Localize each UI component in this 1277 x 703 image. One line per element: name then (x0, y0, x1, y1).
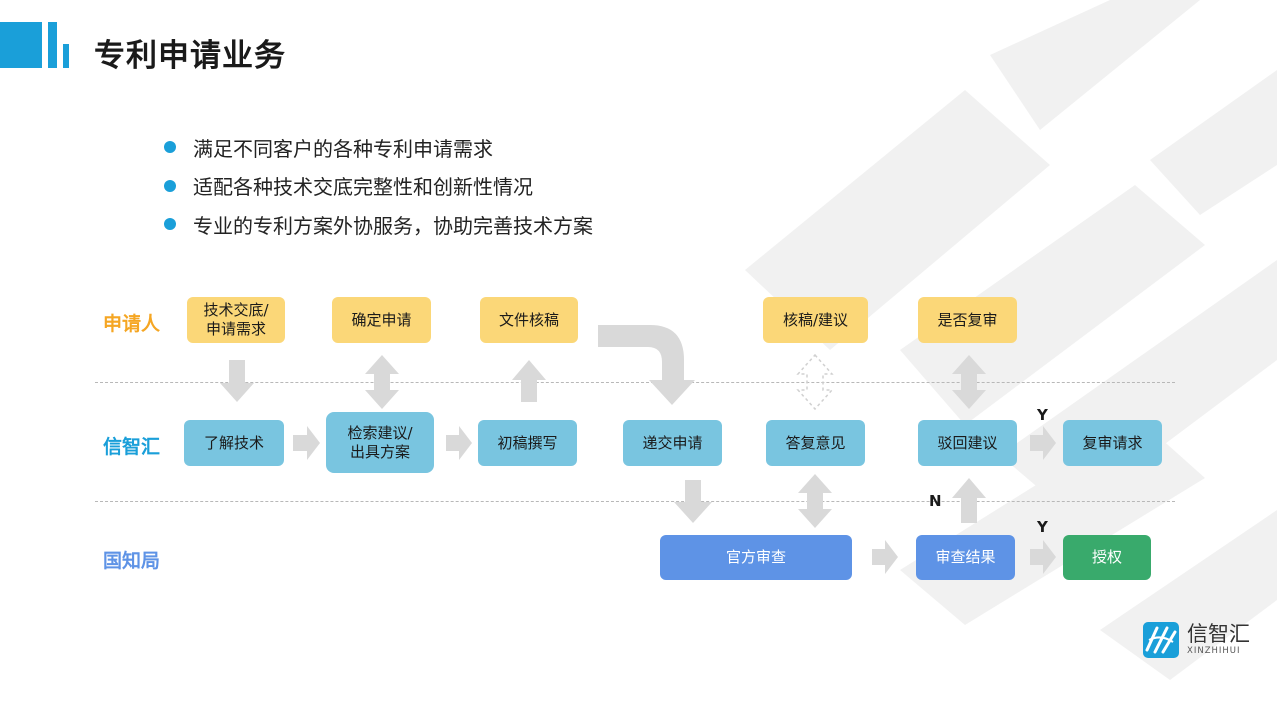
arrow-down-icon (220, 360, 254, 402)
node-reexam-request: 复审请求 (1063, 420, 1162, 466)
brand-name: 信智汇 (1187, 622, 1250, 646)
lane-divider-top (95, 382, 1175, 383)
arrow-updown-icon (798, 474, 832, 528)
node-reply-opinion: 答复意见 (766, 420, 865, 466)
node-doc-review: 文件核稿 (480, 297, 578, 343)
node-submit-apply: 递交申请 (623, 420, 722, 466)
header-accent-bar-large (0, 22, 42, 68)
header-accent-bar-medium (48, 22, 57, 68)
lane-label-xinzhihui: 信智汇 (103, 436, 161, 458)
arrow-curve-icon (598, 325, 695, 405)
header-accent-bar-small (63, 44, 69, 68)
bullet-dot-icon (164, 218, 176, 231)
bullet-item: 专业的专利方案外协服务，协助完善技术方案 (164, 205, 593, 244)
brand-subname: XINZHIHUI (1187, 646, 1241, 656)
arrow-right-icon (1030, 426, 1056, 460)
arrow-updown-dashed-icon (796, 353, 834, 411)
decision-label-yes-grant: Y (1037, 518, 1048, 536)
node-understand-tech: 了解技术 (184, 420, 284, 466)
node-draft-write: 初稿撰写 (478, 420, 577, 466)
node-official-exam: 官方审查 (660, 535, 852, 580)
arrow-down-icon (674, 480, 712, 523)
lane-label-applicant: 申请人 (103, 313, 161, 335)
lane-label-cnipa: 国知局 (103, 550, 161, 572)
bullet-item: 满足不同客户的各种专利申请需求 (164, 128, 593, 167)
arrow-up-icon (512, 360, 546, 402)
arrow-right-icon (872, 540, 898, 574)
lane-divider-bottom (95, 501, 1175, 502)
arrow-right-icon (1030, 540, 1056, 574)
arrow-right-icon (446, 426, 472, 460)
bullet-text: 适配各种技术交底完整性和创新性情况 (193, 175, 533, 200)
bullet-dot-icon (164, 141, 176, 154)
decision-label-no: N (929, 492, 942, 510)
arrow-up-icon (952, 478, 986, 523)
node-review-suggest: 核稿/建议 (763, 297, 868, 343)
arrow-right-icon (293, 426, 320, 460)
bullet-text: 满足不同客户的各种专利申请需求 (193, 136, 493, 161)
arrow-updown-icon (952, 355, 986, 409)
node-search-suggest: 检索建议/ 出具方案 (326, 412, 434, 473)
bullet-dot-icon (164, 179, 176, 192)
node-confirm-apply: 确定申请 (332, 297, 431, 343)
page-title: 专利申请业务 (94, 38, 286, 74)
bullet-item: 适配各种技术交底完整性和创新性情况 (164, 167, 593, 206)
arrow-updown-icon (365, 355, 399, 409)
brand-logo: 信智汇 XINZHIHUI (1141, 620, 1250, 660)
node-reject-suggest: 驳回建议 (918, 420, 1017, 466)
node-grant: 授权 (1063, 535, 1151, 580)
bullet-text: 专业的专利方案外协服务，协助完善技术方案 (193, 213, 593, 238)
brand-logo-text: 信智汇 XINZHIHUI (1187, 623, 1250, 657)
node-tech-disclosure: 技术交底/ 申请需求 (187, 297, 285, 343)
brand-logo-icon (1143, 622, 1179, 658)
node-reexam-decide: 是否复审 (918, 297, 1017, 343)
node-exam-result: 审查结果 (916, 535, 1015, 580)
decision-label-yes-reexam: Y (1037, 406, 1048, 424)
bullet-list: 满足不同客户的各种专利申请需求 适配各种技术交底完整性和创新性情况 专业的专利方… (164, 128, 593, 244)
